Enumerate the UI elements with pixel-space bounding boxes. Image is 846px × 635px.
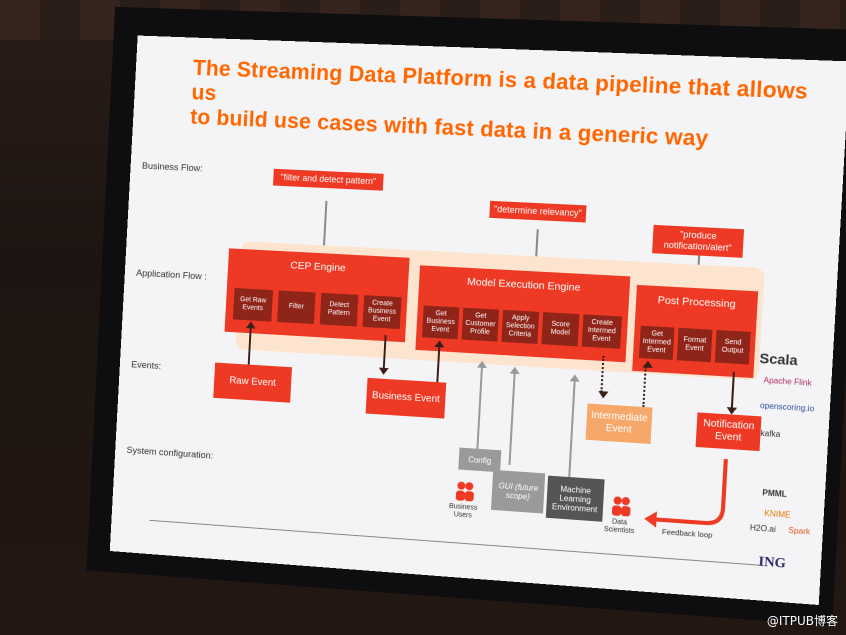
label-business-flow: Business Flow: bbox=[141, 160, 203, 175]
step-get-raw-events: Get Raw Events bbox=[232, 287, 274, 322]
watermark: @ITPUB博客 bbox=[766, 614, 838, 628]
scala-logo: Scala bbox=[759, 349, 799, 369]
callout-filter-detect: "filter and detect pattern" bbox=[272, 168, 384, 191]
config-box: Config bbox=[458, 447, 502, 473]
step-get-customer-profile: Get Customer Profile bbox=[461, 307, 500, 342]
label-system-configuration: System configuration: bbox=[126, 444, 214, 462]
event-intermediate: Intermediate Event bbox=[585, 403, 653, 444]
business-users-icon bbox=[456, 482, 474, 502]
presentation-slide: The Streaming Data Platform is a data pi… bbox=[109, 35, 846, 606]
arrow-config-up bbox=[475, 366, 483, 457]
step-send-output: Send Output bbox=[714, 329, 751, 365]
engine-name: Post Processing bbox=[657, 294, 736, 311]
step-get-intermed-event: Get Intermed Event bbox=[638, 325, 675, 361]
step-filter: Filter bbox=[277, 290, 316, 325]
step-create-business-event: Create Business Event bbox=[362, 295, 402, 330]
h2o-logo: H2O.ai bbox=[749, 523, 777, 535]
slide-title: The Streaming Data Platform is a data pi… bbox=[190, 55, 812, 155]
data-scientists-label: Data Scientists bbox=[603, 518, 635, 536]
spark-logo: Spark bbox=[788, 525, 811, 537]
callout-produce-notification: "produce notification/alert" bbox=[652, 224, 745, 258]
flink-logo: Apache Flink bbox=[763, 375, 812, 388]
event-raw: Raw Event bbox=[213, 362, 293, 403]
arrow-ml-up bbox=[568, 380, 576, 478]
kafka-logo: kafka bbox=[760, 428, 781, 440]
feedback-loop-arrow bbox=[643, 452, 738, 539]
ml-environment-box: Machine Learning Environment bbox=[545, 475, 605, 522]
ing-logo: ING bbox=[757, 554, 787, 572]
data-scientists-icon bbox=[611, 496, 631, 517]
gui-box: GUI (future scope) bbox=[490, 469, 546, 514]
step-detect-pattern: Detect Pattern bbox=[319, 292, 359, 327]
label-events: Events: bbox=[130, 359, 162, 372]
callout-determine-relevancy: "determine relevancy" bbox=[489, 200, 587, 223]
connector-line bbox=[322, 200, 328, 251]
event-notification: Notification Event bbox=[695, 412, 762, 452]
model-execution-engine: Model Execution Engine Get Business Even… bbox=[415, 265, 631, 363]
step-apply-selection-criteria: Apply Selection Criteria bbox=[501, 309, 540, 344]
business-users-label: Business Users bbox=[448, 502, 478, 520]
engine-name: CEP Engine bbox=[290, 259, 346, 275]
step-score-model: Score Model bbox=[541, 312, 580, 347]
arrow-gui-up bbox=[508, 372, 516, 465]
pmml-logo: PMML bbox=[762, 488, 788, 499]
event-business: Business Event bbox=[365, 377, 447, 419]
engine-name: Model Execution Engine bbox=[466, 275, 581, 294]
label-application-flow: Application Flow : bbox=[135, 267, 208, 283]
openscoring-logo: openscoring.io bbox=[759, 400, 815, 414]
knime-logo: KNIME bbox=[764, 508, 791, 520]
step-format-event: Format Event bbox=[676, 327, 713, 363]
step-get-business-event: Get Business Event bbox=[421, 305, 460, 340]
step-create-intermed-event: Create Intermed Event bbox=[581, 314, 622, 349]
